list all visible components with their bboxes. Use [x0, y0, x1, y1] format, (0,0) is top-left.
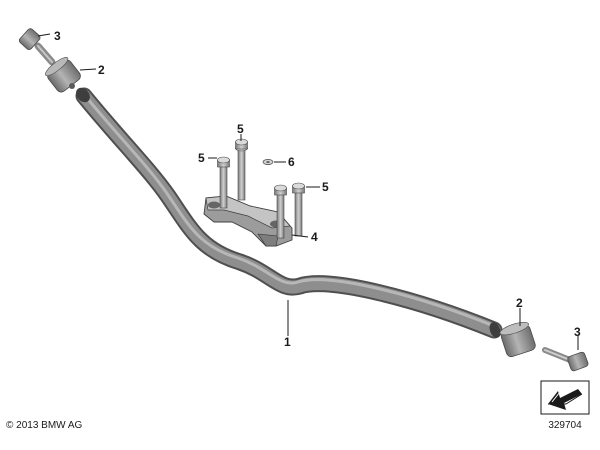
callout-bolt-top: 5	[237, 122, 244, 136]
washer	[262, 159, 274, 165]
leader-lines	[37, 33, 579, 350]
bolt-left	[217, 156, 230, 209]
drawing-number: 329704	[548, 420, 582, 431]
callout-bolt-left: 5	[198, 151, 205, 165]
screw-left	[18, 28, 56, 66]
callout-weight-right: 2	[516, 296, 523, 310]
callout-screw-left: 3	[54, 29, 61, 43]
callout-screw-right: 3	[574, 325, 581, 339]
handlebar	[75, 87, 503, 339]
callout-bar: 1	[284, 335, 291, 349]
screw-right	[542, 347, 589, 372]
bolt-right-1	[274, 184, 287, 239]
copyright-notice: © 2013 BMW AG	[6, 420, 83, 431]
callout-weight-left: 2	[98, 63, 105, 77]
callout-bolt-right: 5	[322, 180, 329, 194]
bar-end-weight-right	[499, 321, 536, 358]
callout-clamp: 4	[311, 230, 318, 244]
callout-washer: 6	[288, 155, 295, 169]
bar-end-weight-left	[45, 57, 81, 93]
callouts: 3 2 5 5 6 5 4 1 2 3	[54, 29, 581, 349]
bolt-top	[235, 138, 248, 201]
bolt-right-2	[292, 182, 305, 237]
view-direction-symbol	[540, 380, 590, 415]
